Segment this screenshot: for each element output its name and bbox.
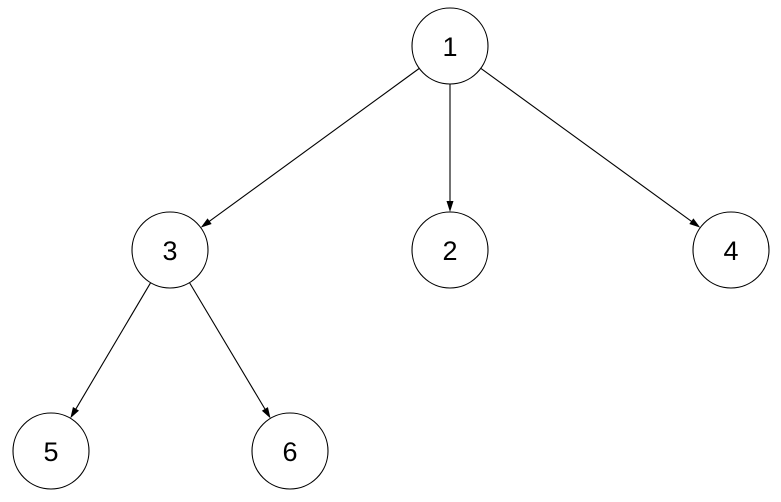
graph-node-4[interactable]: 4 — [692, 211, 770, 289]
edges-layer — [70, 67, 701, 419]
node-label-1: 1 — [442, 32, 457, 62]
arrowhead-icon-3-to-5 — [70, 407, 79, 419]
graph-node-3[interactable]: 3 — [131, 211, 209, 289]
node-label-6: 6 — [282, 437, 297, 467]
nodes-layer: 1 2 3 4 5 6 — [12, 7, 770, 490]
edge-1-to-4 — [480, 67, 694, 223]
node-circle-3[interactable] — [131, 211, 209, 289]
node-label-2: 2 — [442, 236, 457, 266]
graph-node-6[interactable]: 6 — [251, 412, 329, 490]
graph-node-1[interactable]: 1 — [411, 7, 489, 85]
arrowhead-icon-1-to-3 — [200, 218, 212, 228]
arrowhead-icon-1-to-4 — [689, 218, 701, 228]
arrowhead-icon-3-to-6 — [261, 407, 271, 419]
graph-node-5[interactable]: 5 — [12, 412, 90, 490]
graph-node-2[interactable]: 2 — [411, 211, 489, 289]
edge-3-to-6 — [189, 282, 267, 411]
node-label-4: 4 — [723, 236, 738, 266]
node-circle-4[interactable] — [692, 211, 770, 289]
node-circle-5[interactable] — [12, 412, 90, 490]
edge-1-to-3 — [207, 67, 420, 223]
arrowhead-icon-1-to-2 — [446, 201, 454, 212]
node-label-3: 3 — [162, 236, 177, 266]
node-label-5: 5 — [43, 437, 58, 467]
node-circle-6[interactable] — [251, 412, 329, 490]
edge-3-to-5 — [74, 282, 152, 411]
node-circle-1[interactable] — [411, 7, 489, 85]
node-circle-2[interactable] — [411, 211, 489, 289]
